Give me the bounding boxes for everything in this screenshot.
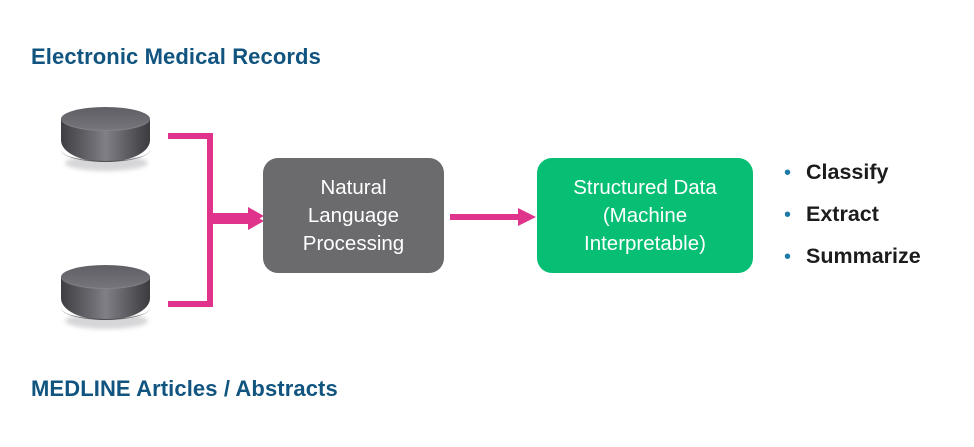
list-item: • Classify bbox=[784, 160, 974, 202]
cylinder-top-ellipse bbox=[61, 265, 150, 289]
bullet-dot-icon: • bbox=[784, 204, 792, 226]
bullet-dot-icon: • bbox=[784, 246, 792, 268]
page-title-electronic-medical-records: Electronic Medical Records bbox=[31, 44, 321, 69]
database-cylinder-emr-icon bbox=[61, 107, 150, 171]
capability-label-extract: Extract bbox=[806, 202, 879, 226]
output-box-structured-data: Structured Data (Machine Interpretable) bbox=[537, 158, 753, 273]
process-box-natural-language-processing: Natural Language Processing bbox=[263, 158, 444, 273]
cylinder-top-ellipse bbox=[61, 107, 150, 131]
arrow-nlp-to-output-icon bbox=[450, 208, 536, 226]
database-cylinder-medline-icon bbox=[61, 265, 150, 329]
capability-label-summarize: Summarize bbox=[806, 244, 921, 268]
cylinder-bottom-edge bbox=[61, 138, 150, 162]
page-title-medline-articles-abstracts: MEDLINE Articles / Abstracts bbox=[31, 376, 338, 401]
list-item: • Summarize bbox=[784, 244, 974, 286]
cylinder-bottom-edge bbox=[61, 296, 150, 320]
capability-list: • Classify • Extract • Summarize bbox=[784, 160, 974, 286]
capability-label-classify: Classify bbox=[806, 160, 889, 184]
bullet-dot-icon: • bbox=[784, 162, 792, 184]
arrow-medline-to-nlp-icon bbox=[168, 212, 264, 307]
list-item: • Extract bbox=[784, 202, 974, 244]
